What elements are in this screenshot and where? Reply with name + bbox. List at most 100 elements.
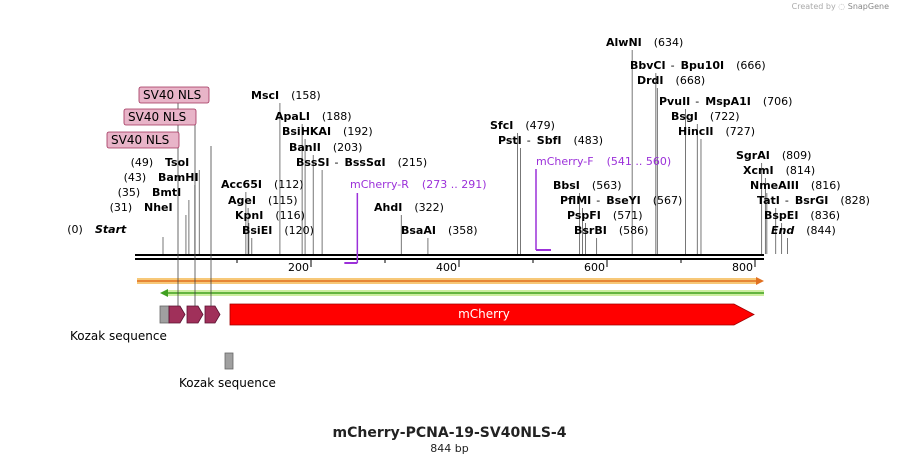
site-position: (115) bbox=[268, 194, 298, 207]
site-isoschizomer: BseYI bbox=[606, 194, 640, 207]
site-sfci[interactable]: SfcI (479) bbox=[490, 119, 555, 254]
site-position: (479) bbox=[525, 119, 555, 132]
primer-name: mCherry-F bbox=[536, 155, 594, 168]
site-name: PvuII bbox=[659, 95, 690, 108]
site-xcmi[interactable]: XcmI(814) bbox=[743, 164, 815, 254]
site-position: (727) bbox=[726, 125, 756, 138]
site-separator: - bbox=[785, 194, 789, 207]
site-bspei[interactable]: BspEI(836) bbox=[764, 209, 840, 254]
site-name: BssSI bbox=[296, 156, 330, 169]
site-name: BanII bbox=[289, 141, 321, 154]
site-name: Start bbox=[95, 223, 127, 236]
site-name: BspEI bbox=[764, 209, 798, 222]
site-name: BsgI bbox=[671, 110, 698, 123]
nls-label-3-text: SV40 NLS bbox=[111, 133, 169, 147]
nls-arrow-2 bbox=[186, 305, 204, 324]
site-apali[interactable]: ApaLI(188) bbox=[275, 110, 352, 254]
site-tsoi[interactable]: TsoI(49) bbox=[131, 156, 200, 254]
site-pvuii[interactable]: PvuII-MspA1I(706) bbox=[659, 95, 792, 254]
site-separator: - bbox=[335, 156, 339, 169]
site-position: (158) bbox=[291, 89, 321, 102]
site-bbsi[interactable]: BbsI(563) bbox=[553, 179, 622, 254]
site-name: DrdI bbox=[637, 74, 664, 87]
site-position: (0) bbox=[67, 223, 83, 236]
site-position: (192) bbox=[343, 125, 373, 138]
site-sgrai[interactable]: SgrAI (809) bbox=[736, 149, 811, 254]
site-name: SfcI bbox=[490, 119, 513, 132]
primer-mcherry-r[interactable]: mCherry-R (273 .. 291) bbox=[344, 178, 487, 264]
site-isoschizomer: BssSαI bbox=[345, 156, 386, 169]
site-name: PstI bbox=[498, 134, 522, 147]
site-msci[interactable]: MscI(158) bbox=[251, 89, 321, 254]
sequence-backbone bbox=[135, 254, 764, 260]
site-position: (35) bbox=[118, 186, 141, 199]
orf-reverse bbox=[160, 289, 764, 297]
site-ahdi[interactable]: AhdI (322) bbox=[374, 201, 444, 254]
site-separator: - bbox=[596, 194, 600, 207]
site-position: (814) bbox=[786, 164, 816, 177]
site-position: (358) bbox=[448, 224, 478, 237]
nls-label-1: SV40 NLS bbox=[138, 86, 210, 104]
site-hincii[interactable]: HincII(727) bbox=[678, 125, 755, 254]
site-pspfi[interactable]: PspFI(571) bbox=[567, 209, 643, 254]
site-alwni[interactable]: AlwNI(634) bbox=[606, 36, 683, 254]
site-name: PspFI bbox=[567, 209, 601, 222]
site-acc65i[interactable]: Acc65I(112) bbox=[221, 178, 304, 254]
site-isoschizomer: MspA1I bbox=[705, 95, 751, 108]
site-name: NmeAIII bbox=[750, 179, 799, 192]
site-position: (809) bbox=[782, 149, 812, 162]
site-drdi[interactable]: DrdI (668) bbox=[637, 74, 705, 254]
site-bsgi[interactable]: BsgI(722) bbox=[671, 110, 740, 254]
site-bsihkai[interactable]: BsiHKAI(192) bbox=[282, 125, 373, 254]
site-isoschizomer: Bpu10I bbox=[681, 59, 725, 72]
site-position: (49) bbox=[131, 156, 154, 169]
site-name: SgrAI bbox=[736, 149, 770, 162]
site-name: Acc65I bbox=[221, 178, 262, 191]
site-position: (668) bbox=[676, 74, 706, 87]
site-position: (31) bbox=[110, 201, 133, 214]
site-tati[interactable]: TatI-BsrGI(828) bbox=[757, 194, 870, 254]
site-banii[interactable]: BanII (203) bbox=[289, 141, 362, 254]
nls-arrow-3 bbox=[204, 305, 221, 324]
mcherry-feature-arrow bbox=[229, 303, 755, 326]
site-bsrbi[interactable]: BsrBI(586) bbox=[574, 224, 648, 254]
site-position: (322) bbox=[414, 201, 444, 214]
primer-mcherry-f[interactable]: mCherry-F(541 .. 560) bbox=[535, 155, 671, 251]
orf-forward bbox=[137, 277, 764, 285]
site-kpni[interactable]: KpnI(116) bbox=[235, 209, 305, 254]
site-nhei[interactable]: NheI (31) bbox=[110, 201, 187, 254]
site-start[interactable]: Start (0) bbox=[67, 223, 164, 254]
site-position: (844) bbox=[806, 224, 836, 237]
nls-label-2: SV40 NLS bbox=[123, 108, 197, 126]
site-nmeaiii[interactable]: NmeAIII (816) bbox=[750, 179, 841, 254]
ruler-tick-label: 600 bbox=[584, 261, 605, 274]
site-name: KpnI bbox=[235, 209, 263, 222]
site-name: NheI bbox=[144, 201, 173, 214]
site-bbvci[interactable]: BbvCI-Bpu10I(666) bbox=[630, 59, 766, 254]
map-length: 844 bp bbox=[430, 442, 469, 455]
site-agei[interactable]: AgeI(115) bbox=[228, 194, 298, 254]
site-position: (43) bbox=[124, 171, 147, 184]
site-end[interactable]: End (844) bbox=[771, 224, 836, 254]
site-name: End bbox=[771, 224, 794, 237]
nls-label-1-text: SV40 NLS bbox=[143, 88, 201, 102]
site-name: BsaAI bbox=[401, 224, 436, 237]
site-name: AhdI bbox=[374, 201, 402, 214]
site-bsiei[interactable]: BsiEI(120) bbox=[242, 224, 314, 254]
site-position: (188) bbox=[322, 110, 352, 123]
site-name: BsrBI bbox=[574, 224, 607, 237]
primer-name: mCherry-R bbox=[350, 178, 409, 191]
credit-prefix: Created by bbox=[791, 2, 836, 11]
nls-arrow-1 bbox=[168, 305, 186, 324]
site-bmti[interactable]: BmtI(35) bbox=[118, 186, 190, 254]
site-bsaai[interactable]: BsaAI (358) bbox=[401, 224, 478, 254]
site-position: (816) bbox=[811, 179, 841, 192]
primer-range: (273 .. 291) bbox=[422, 178, 487, 191]
site-pflmi[interactable]: PflMI-BseYI(567) bbox=[560, 194, 682, 254]
nls-label-3: SV40 NLS bbox=[106, 131, 180, 149]
site-psti[interactable]: PstI-SbfI(483) bbox=[498, 134, 603, 254]
site-bsssi[interactable]: BssSI-BssSαI(215) bbox=[296, 156, 427, 254]
site-position: (203) bbox=[333, 141, 363, 154]
kozak-sequence-block bbox=[159, 305, 170, 324]
